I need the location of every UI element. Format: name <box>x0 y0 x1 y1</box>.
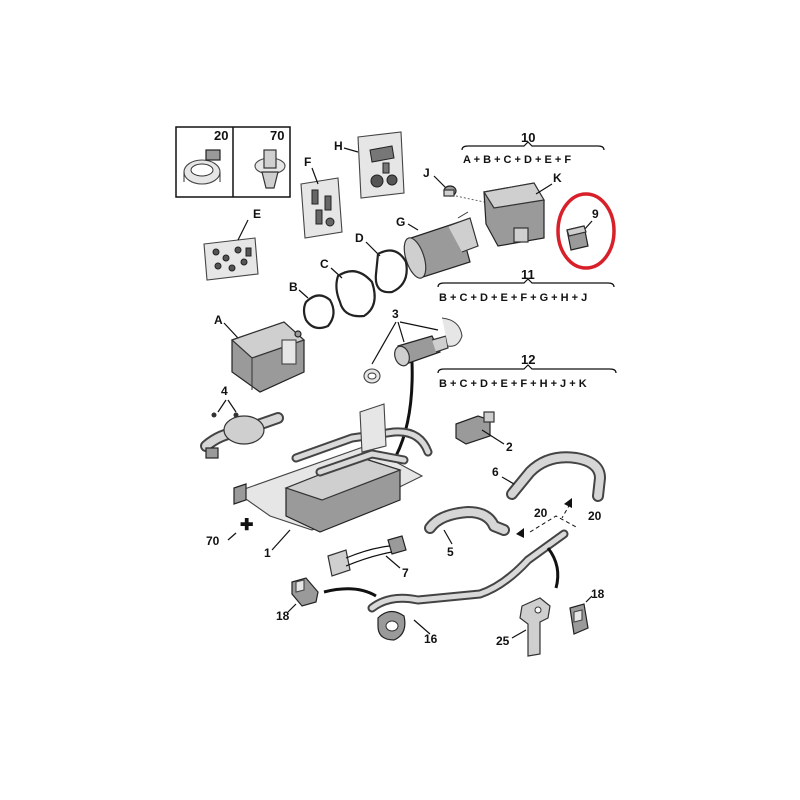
part-G-cylinder: G <box>396 211 479 279</box>
label-K: K <box>553 171 562 185</box>
label-20b: 20 <box>588 509 602 523</box>
label-9: 9 <box>592 207 599 221</box>
kit-12-callout: 12 B + C + D + E + F + H + J + K <box>437 352 617 390</box>
clamp-20-markers: 20 20 <box>516 498 602 538</box>
label-E: E <box>253 207 261 221</box>
kit-12-contents: B + C + D + E + F + H + J + K <box>439 378 587 390</box>
label-20a: 20 <box>534 506 548 520</box>
part-H-fitting-kit: H <box>334 131 405 199</box>
part-C-gasket: C <box>320 257 376 318</box>
label-J: J <box>423 166 430 180</box>
label-3: 3 <box>392 307 399 321</box>
label-4: 4 <box>221 384 228 398</box>
part-9-relay: 9 <box>556 192 616 270</box>
label-B: B <box>289 280 298 294</box>
part-6-hose: 6 <box>492 451 606 502</box>
kit-10-callout: 10 A + B + C + D + E + F <box>461 130 605 166</box>
part-A-heater-block: A <box>214 313 306 393</box>
label-6: 6 <box>492 465 499 479</box>
part-4-muffler: 4 <box>200 384 284 459</box>
box-label-70: 70 <box>270 128 284 143</box>
label-2: 2 <box>506 440 513 454</box>
part-J-connector: J <box>423 166 457 197</box>
label-18-left: 18 <box>276 609 290 623</box>
part-3-pump: 3 <box>363 307 463 384</box>
part-K-module: K <box>455 171 562 247</box>
label-1: 1 <box>264 546 271 560</box>
kit-10-number: 10 <box>521 130 535 145</box>
label-A: A <box>214 313 223 327</box>
part-5-hose: 5 <box>424 506 510 559</box>
kit-12-number: 12 <box>521 352 535 367</box>
label-H: H <box>334 139 343 153</box>
label-D: D <box>355 231 364 245</box>
screw-icon <box>254 149 286 189</box>
part-16-pipe: 16 <box>323 529 569 646</box>
kit-11-callout: 11 B + C + D + E + F + G + H + J <box>437 267 615 304</box>
kit-11-contents: B + C + D + E + F + G + H + J <box>439 292 587 304</box>
part-18-clip-right: 18 <box>569 587 605 635</box>
part-1-main-heater-assembly: 1 ✚ 70 <box>206 361 433 560</box>
label-25: 25 <box>496 634 510 648</box>
label-C: C <box>320 257 329 271</box>
fastener-box: 20 70 <box>175 126 291 198</box>
part-E-small-parts-kit: E <box>203 207 261 281</box>
part-F-bolt-kit: F <box>300 155 343 239</box>
part-7-harness: 7 <box>327 535 409 580</box>
part-25-bracket: 25 <box>496 597 551 657</box>
box-label-20: 20 <box>214 128 228 143</box>
part-2-sensor: 2 <box>455 411 513 454</box>
label-18-right: 18 <box>591 587 605 601</box>
label-F: F <box>304 155 311 169</box>
kit-10-contents: A + B + C + D + E + F <box>463 154 571 166</box>
label-70: 70 <box>206 534 220 548</box>
hose-clamp-icon <box>183 149 221 185</box>
part-D-gasket: D <box>355 231 408 294</box>
label-16: 16 <box>424 632 438 646</box>
highlight-circle <box>556 192 616 270</box>
fastener-70-icon: ✚ <box>240 517 253 534</box>
label-G: G <box>396 215 405 229</box>
part-18-clip-left: 18 <box>276 577 319 623</box>
label-5: 5 <box>447 545 454 559</box>
kit-11-number: 11 <box>521 267 535 282</box>
part-B-gasket: B <box>289 280 335 330</box>
label-7: 7 <box>402 566 409 580</box>
